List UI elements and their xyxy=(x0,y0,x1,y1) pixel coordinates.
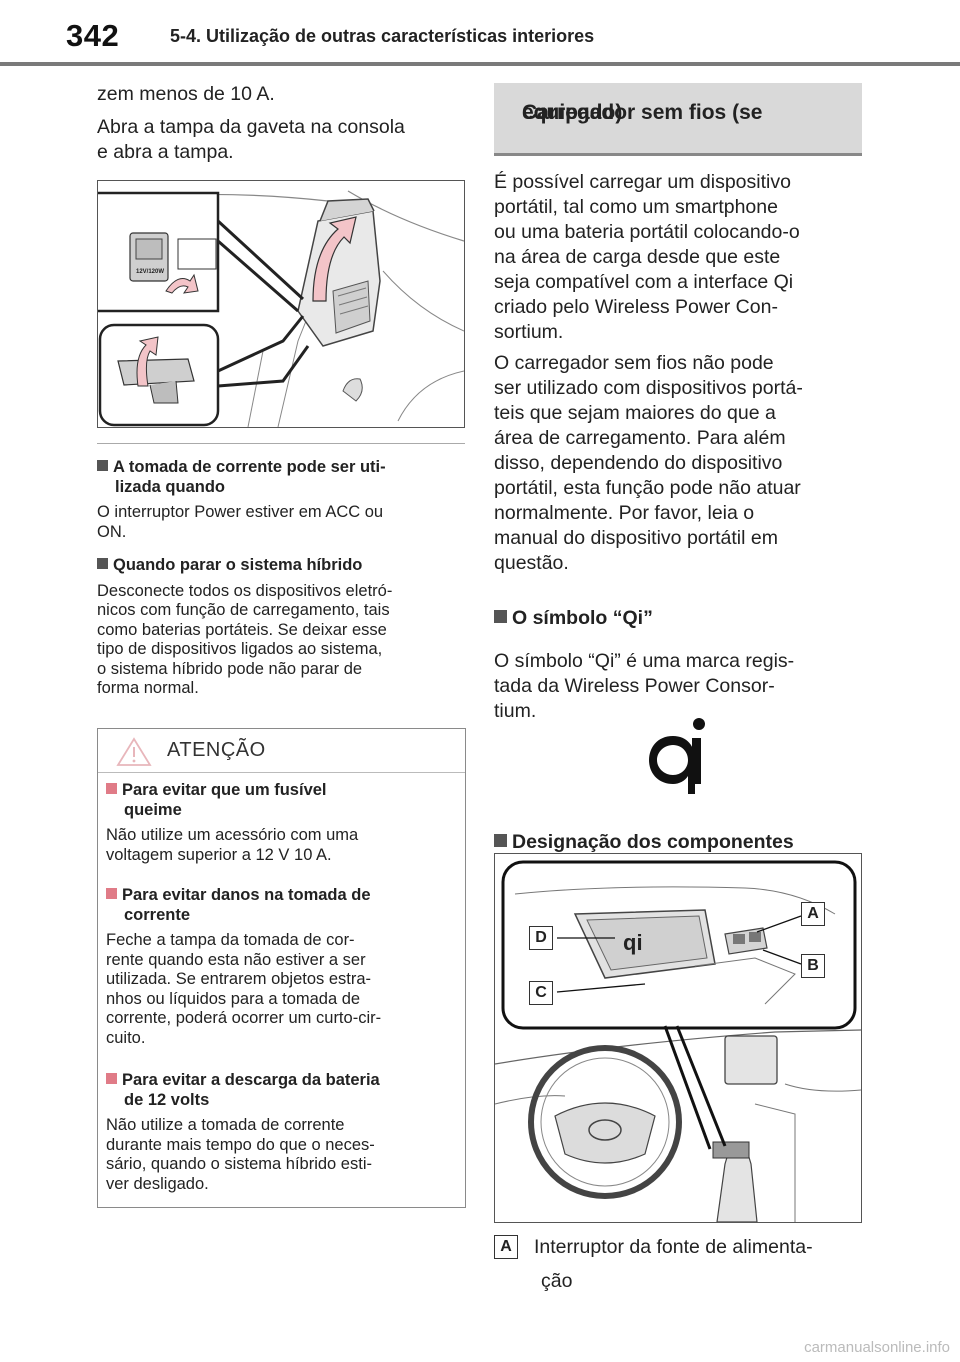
section-divider xyxy=(97,443,465,444)
body-line: O símbolo “Qi” é uma marca regis- xyxy=(494,650,795,672)
warning-body-line: durante mais tempo do que o neces- xyxy=(106,1135,375,1154)
warning-header: ATENÇÃO xyxy=(98,729,465,773)
body-line: manual do dispositivo portátil em xyxy=(494,527,778,549)
note-body-line: tipo de dispositivos ligados ao sistema, xyxy=(97,640,383,658)
warning-body-line: Não utilize a tomada de corrente xyxy=(106,1116,345,1134)
qi-heading: O símbolo “Qi” xyxy=(494,607,866,630)
warning-body-line: ver desligado. xyxy=(106,1174,209,1193)
callout-b: B xyxy=(801,954,825,978)
note-body-line: forma normal. xyxy=(97,679,199,697)
warning-body-line: Não utilize um acessório com uma xyxy=(106,826,359,844)
legend-text: Interruptor da fonte de alimenta- xyxy=(534,1236,813,1258)
body-line: normalmente. Por favor, leia o xyxy=(494,502,755,524)
intro-text: zem menos de 10 A. Abra a tampa da gavet… xyxy=(97,82,467,165)
callout-a: A xyxy=(801,902,825,926)
body-line: área de carregamento. Para além xyxy=(494,427,786,449)
warning-body-line: nhos ou líquidos para a tomada de xyxy=(106,989,361,1008)
component-legend-a: A Interruptor da fonte de alimenta- ção xyxy=(494,1235,866,1292)
body-line: disso, dependendo do dispositivo xyxy=(494,452,783,474)
charger-limitation-paragraph: O carregador sem fios não pode ser utili… xyxy=(494,351,866,576)
square-bullet-icon xyxy=(494,833,507,847)
body-line: ou uma bateria portátil colocando-o xyxy=(494,221,800,243)
section-title: 5-4. Utilização de outras característica… xyxy=(170,26,595,46)
page-header: 342 5-4. Utilização de outras caracterís… xyxy=(0,0,960,66)
note-body-line: ON. xyxy=(97,522,127,541)
square-bullet-icon xyxy=(106,1073,117,1084)
body-line: portátil, esta função pode não atuar xyxy=(494,477,801,499)
intro-line: e abra a tampa. xyxy=(97,141,234,163)
legend-text: ção xyxy=(541,1270,573,1292)
note-body-line: como baterias portáteis. Se deixar esse xyxy=(97,620,387,639)
square-bullet-icon xyxy=(106,783,117,794)
body-line: portátil, tal como um smartphone xyxy=(494,196,778,218)
charger-components-illustration: qi D C A B xyxy=(494,853,862,1223)
warning-triangle-icon xyxy=(116,737,152,766)
note-body-line: o sistema híbrido pode não parar de xyxy=(97,659,363,678)
body-line: O carregador sem fios não pode xyxy=(494,352,774,374)
note-heading: Quando parar o sistema híbrido xyxy=(97,556,467,576)
warning-body-line: corrente, poderá ocorrer um curto-cir- xyxy=(106,1009,382,1027)
console-drawing: 12V/120W xyxy=(98,190,465,428)
warning-body-line: utilizada. Se entrarem objetos estra- xyxy=(106,970,372,988)
warning-body-line: rente quando esta não estiver a ser xyxy=(106,950,366,969)
note-body-line: nicos com função de carregamento, tais xyxy=(97,601,390,619)
qi-mark-icon: qi xyxy=(623,930,643,955)
charger-drawing: qi xyxy=(494,860,862,1223)
warning-body-line: voltagem superior a 12 V 10 A. xyxy=(106,845,332,864)
square-bullet-icon xyxy=(494,609,507,623)
console-illustration: 12V/120W xyxy=(97,180,465,428)
note-heading: A tomada de corrente pode ser uti-lizada… xyxy=(97,458,467,497)
note-power-outlet: A tomada de corrente pode ser uti-lizada… xyxy=(97,458,467,542)
components-heading: Designação dos componentes xyxy=(494,811,866,873)
square-bullet-icon xyxy=(97,460,108,471)
page-number: 342 xyxy=(66,18,120,53)
note-hybrid-stop: Quando parar o sistema híbrido Desconect… xyxy=(97,556,467,699)
warning-body-line: sário, quando o sistema híbrido esti- xyxy=(106,1155,372,1173)
body-line: ser utilizado com dispositivos portá- xyxy=(494,377,803,399)
qi-symbol-section: O símbolo “Qi” O símbolo “Qi” é uma marc… xyxy=(494,587,866,724)
body-line: sortium. xyxy=(494,321,564,343)
header-rule xyxy=(0,62,960,66)
body-line: criado pelo Wireless Power Con- xyxy=(494,296,778,318)
charger-intro-paragraph: É possível carregar um dispositivo portá… xyxy=(494,170,866,345)
warning-body-line: cuito. xyxy=(106,1028,146,1047)
legend-letter: A xyxy=(494,1235,518,1259)
body-line: questão. xyxy=(494,552,569,574)
square-bullet-icon xyxy=(106,888,117,899)
warning-title: ATENÇÃO xyxy=(167,739,266,761)
square-bullet-icon xyxy=(97,558,108,569)
intro-line: Abra a tampa da gaveta na consola xyxy=(97,116,405,138)
watermark: carmanualsonline.info xyxy=(804,1339,950,1356)
body-line: tium. xyxy=(494,700,537,722)
note-body-line: Desconecte todos os dispositivos eletró- xyxy=(97,581,393,600)
socket-label: 12V/120W xyxy=(136,269,164,275)
body-line: teis que sejam maiores do que a xyxy=(494,402,776,424)
intro-line: zem menos de 10 A. xyxy=(97,83,275,105)
callout-c: C xyxy=(529,981,553,1005)
qi-logo-icon xyxy=(649,718,705,794)
warning-body-line: Feche a tampa da tomada de cor- xyxy=(106,931,355,949)
body-line: É possível carregar um dispositivo xyxy=(494,171,791,193)
callout-d: D xyxy=(529,926,553,950)
note-body-line: O interruptor Power estiver em ACC ou xyxy=(97,503,384,521)
body-line: seja compatível com a interface Qi xyxy=(494,271,794,293)
body-line: na área de carga desde que este xyxy=(494,246,781,268)
body-line: tada da Wireless Power Consor- xyxy=(494,675,775,697)
